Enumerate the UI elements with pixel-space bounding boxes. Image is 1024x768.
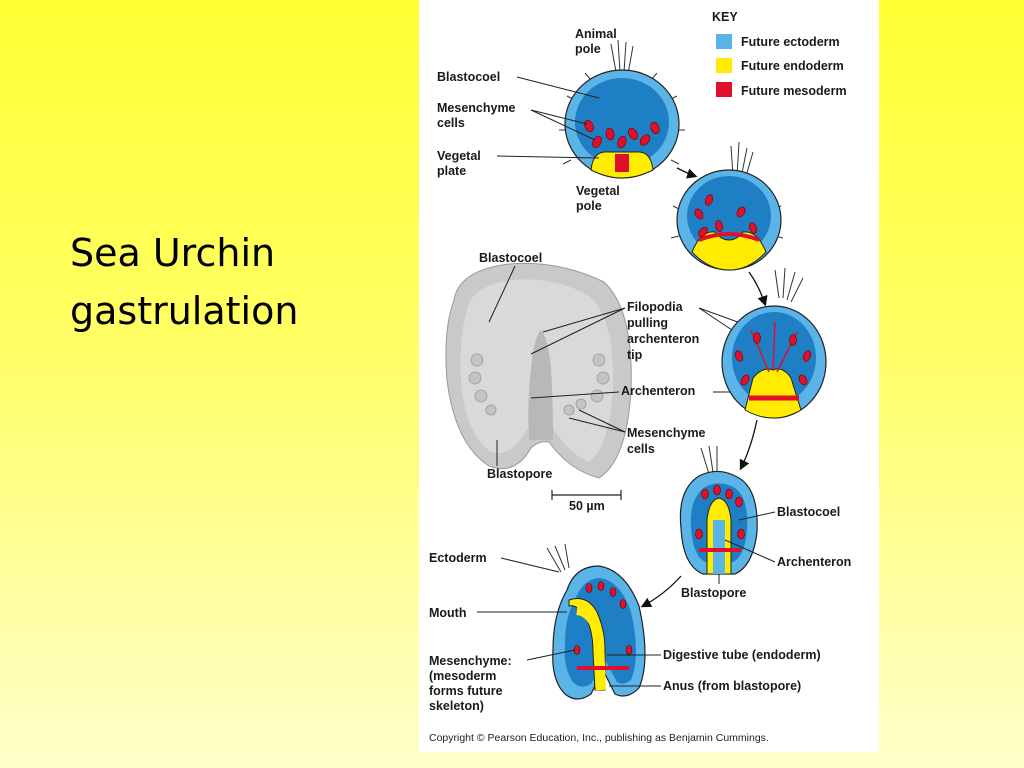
stage-3-archenteron-elongation	[721, 267, 827, 419]
slide-title-line-1: Sea Urchin	[70, 231, 276, 275]
key-label-ectoderm: Future ectoderm	[741, 35, 840, 49]
arrow-stage1-to-stage2	[676, 167, 698, 179]
label-blastopore-micrograph: Blastopore	[487, 467, 552, 481]
arrow-stage3-to-stage4	[739, 419, 758, 471]
key-swatch-endoderm	[716, 58, 732, 73]
label-archenteron-micrograph: Archenteron	[621, 384, 695, 398]
key-heading: KEY	[712, 10, 738, 24]
key-legend: KEY Future ectoderm Future endoderm Futu…	[712, 10, 847, 98]
key-swatch-ectoderm	[716, 34, 732, 49]
scale-bar-label: 50 µm	[569, 499, 605, 513]
label-mouth: Mouth	[429, 606, 466, 620]
gastrulation-figure: KEY Future ectoderm Future endoderm Futu…	[419, 0, 879, 752]
arrow-stage2-to-stage3	[748, 271, 768, 307]
label-blastopore-stage4: Blastopore	[681, 586, 746, 600]
slide-title: Sea Urchin gastrulation	[70, 224, 370, 340]
key-label-endoderm: Future endoderm	[741, 59, 844, 73]
label-ectoderm: Ectoderm	[429, 551, 487, 565]
scale-bar: 50 µm	[551, 490, 622, 513]
label-digestive-tube: Digestive tube (endoderm)	[663, 648, 821, 662]
key-label-mesoderm: Future mesoderm	[741, 84, 847, 98]
key-swatch-mesoderm	[716, 82, 732, 97]
stage-2-invagination	[670, 141, 784, 271]
label-blastocoel-stage4: Blastocoel	[777, 505, 840, 519]
arrow-stage4-to-stage5	[640, 575, 682, 608]
label-anus: Anus (from blastopore)	[663, 679, 801, 693]
label-blastocoel-stage1: Blastocoel	[437, 70, 500, 84]
slide-title-line-2: gastrulation	[70, 289, 299, 333]
gastrulation-diagram: KEY Future ectoderm Future endoderm Futu…	[429, 10, 851, 744]
stage-4-gastrula: Blastocoel Archenteron Blastopore	[679, 445, 851, 600]
label-archenteron-stage4: Archenteron	[777, 555, 851, 569]
copyright-notice: Copyright © Pearson Education, Inc., pub…	[429, 732, 769, 744]
label-blastocoel-micrograph: Blastocoel	[479, 251, 542, 265]
